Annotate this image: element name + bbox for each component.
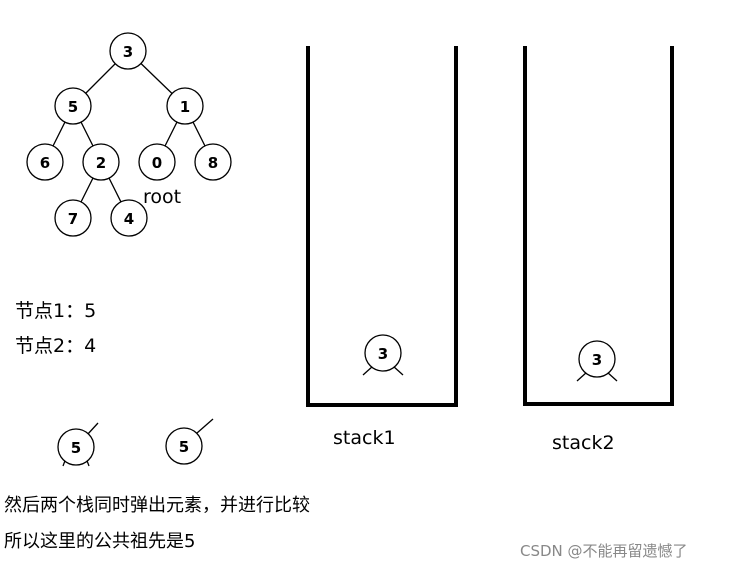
tree-node-value: 5 <box>68 98 78 116</box>
tree-node-value: 7 <box>68 210 78 228</box>
caption-line1: 然后两个栈同时弹出元素，并进行比较 <box>4 495 310 516</box>
tree-node-circle <box>110 199 148 237</box>
stack1-container <box>306 46 458 407</box>
tree-node-6: 6 <box>26 143 64 181</box>
tree-nodes: 3 5 1 6 2 0 8 7 4 <box>26 32 232 237</box>
stack1-top-node: 3 <box>362 334 404 376</box>
stack2-label: stack2 <box>552 432 615 454</box>
stack2-container <box>523 46 674 406</box>
tree-node-1: 1 <box>166 87 204 125</box>
tree-node-circle <box>194 143 232 181</box>
stack1-label: stack1 <box>333 427 396 449</box>
node2-info: 节点2：4 <box>15 331 96 358</box>
tree-node-value: 6 <box>40 154 50 172</box>
tree-node-7: 7 <box>54 199 92 237</box>
tree-node-circle <box>82 143 120 181</box>
tree-edges <box>44 50 214 219</box>
tree-node-circle <box>54 199 92 237</box>
tree-node-value: 2 <box>96 154 106 172</box>
tree-node-4: 4 <box>110 199 148 237</box>
tree-node-circle <box>109 32 147 70</box>
tree-node-0: 0 <box>138 143 176 181</box>
node2-value: 4 <box>84 335 97 357</box>
tree-node-value: 8 <box>208 154 218 172</box>
tree-node-2: 2 <box>82 143 120 181</box>
tree-node-circle <box>166 87 204 125</box>
csdn-watermark: CSDN @不能再留遗憾了 <box>520 542 688 560</box>
popped-value-1: 5 <box>71 439 81 457</box>
node1-label: 节点1： <box>15 300 85 322</box>
node1-value: 5 <box>84 300 97 322</box>
tree-node-5: 5 <box>54 87 92 125</box>
tree-node-8: 8 <box>194 143 232 181</box>
caption-line2: 所以这里的公共祖先是5 <box>4 531 196 552</box>
tree-node-value: 0 <box>152 154 162 172</box>
stack2-top-node: 3 <box>576 340 618 382</box>
popped-node-2: 5 <box>165 418 214 465</box>
tree-node-circle <box>138 143 176 181</box>
tree-node-value: 3 <box>123 43 133 61</box>
root-label: root <box>143 186 182 208</box>
tree-node-3: 3 <box>109 32 147 70</box>
popped-value-2: 5 <box>179 438 189 456</box>
stack2-top-value: 3 <box>592 351 602 369</box>
tree-node-circle <box>26 143 64 181</box>
stack1-top-value: 3 <box>378 345 388 363</box>
tree-node-value: 1 <box>180 98 190 116</box>
tree-node-circle <box>54 87 92 125</box>
node2-label: 节点2： <box>15 335 85 357</box>
node1-info: 节点1：5 <box>15 296 96 323</box>
tree-node-value: 4 <box>124 210 134 228</box>
popped-node-1: 5 <box>57 422 99 467</box>
